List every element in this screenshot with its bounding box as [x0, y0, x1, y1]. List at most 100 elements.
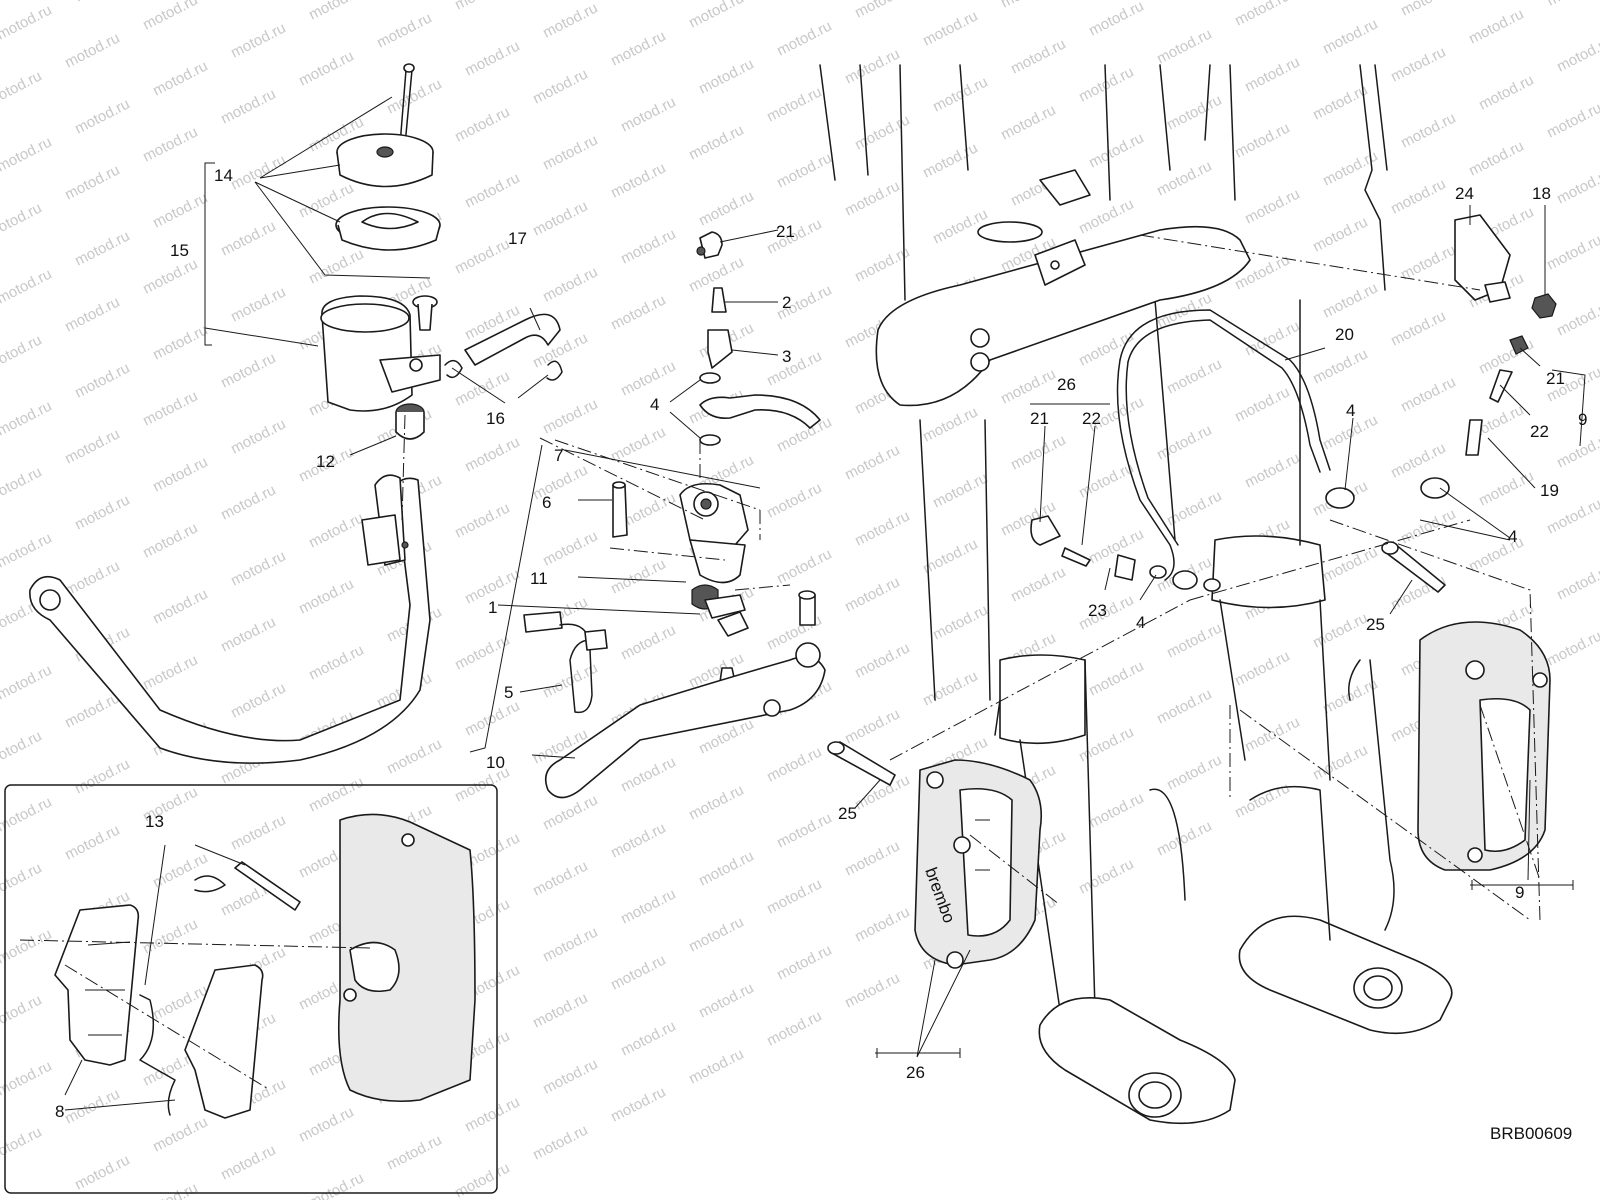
watermark-text: motod.ru [0, 398, 55, 440]
watermark-text: motod.ru [1544, 232, 1600, 274]
watermark-text: motod.ru [462, 698, 522, 740]
watermark-text: motod.ru [306, 510, 366, 552]
watermark-text: motod.ru [228, 680, 288, 722]
watermark-text: motod.ru [150, 190, 210, 232]
watermark-text: motod.ru [140, 916, 200, 958]
watermark-text: motod.ru [530, 858, 590, 900]
callout-17: 17 [508, 229, 527, 248]
watermark-text: motod.ru [0, 860, 45, 902]
watermark-text: motod.ru [1398, 374, 1458, 416]
watermark-text: motod.ru [774, 150, 834, 192]
watermark-text: motod.ru [530, 990, 590, 1032]
watermark-text: motod.ru [608, 1084, 668, 1126]
watermark-text: motod.ru [1310, 214, 1370, 256]
callout-24: 24 [1455, 184, 1474, 203]
watermark-text: motod.ru [1554, 430, 1600, 472]
watermark-text: motod.ru [1076, 856, 1136, 898]
leader-lines [19, 96, 1586, 1111]
watermark-text: motod.ru [1320, 16, 1380, 58]
callout-4-right: 4 [1508, 527, 1517, 546]
watermark-text: motod.ru [0, 530, 55, 572]
watermark-text: motod.ru [1008, 432, 1068, 474]
watermark-text: motod.ru [452, 1160, 512, 1200]
watermark-text: motod.ru [1154, 818, 1214, 860]
watermark-text: motod.ru [696, 188, 756, 230]
watermark-text: motod.ru [228, 20, 288, 62]
watermark-text: motod.ru [696, 848, 756, 890]
front-fork [819, 64, 1453, 1125]
watermark-text: motod.ru [384, 76, 444, 118]
watermark-text: motod.ru [608, 424, 668, 466]
watermark-text: motod.ru [1154, 422, 1214, 464]
watermark-text: motod.ru [618, 358, 678, 400]
watermark-text: motod.ru [1232, 0, 1292, 30]
watermark-text: motod.ru [452, 104, 512, 146]
watermark-text: motod.ru [384, 1132, 444, 1174]
watermark-text: motod.ru [0, 266, 55, 308]
watermark-text: motod.ru [764, 84, 824, 126]
watermark-text: motod.ru [62, 30, 122, 72]
watermark-text: motod.ru [608, 556, 668, 598]
callout-15: 15 [170, 241, 189, 260]
drawing-code: BRB00609 [1490, 1124, 1572, 1143]
callout-11: 11 [530, 569, 548, 588]
watermark-text: motod.ru [150, 1114, 210, 1156]
watermark-text: motod.ru [1086, 658, 1146, 700]
watermark-text: motod.ru [686, 0, 746, 32]
watermark-text: motod.ru [852, 640, 912, 682]
callout-16: 16 [486, 409, 505, 428]
callout-7: 7 [554, 446, 563, 465]
master-cylinder-assembly [523, 231, 826, 799]
watermark-text: motod.ru [296, 48, 356, 90]
watermark-text: motod.ru [852, 904, 912, 946]
watermark-text: motod.ru [930, 470, 990, 512]
callout-9-bottom: 9 [1515, 883, 1524, 902]
watermark-text: motod.ru [1388, 440, 1448, 482]
watermark-text: motod.ru [852, 112, 912, 154]
watermark-text: motod.ru [608, 952, 668, 994]
watermark-text: motod.ru [1544, 100, 1600, 142]
watermark-text: motod.ru [218, 350, 278, 392]
watermark-text: motod.ru [998, 366, 1058, 408]
watermark-text: motod.ru [0, 200, 45, 242]
watermark-text: motod.ru [62, 426, 122, 468]
watermark-text: motod.ru [1086, 0, 1146, 40]
watermark-text: motod.ru [296, 576, 356, 618]
watermark-text: motod.ru [1544, 628, 1600, 670]
callout-19: 19 [1540, 481, 1559, 500]
watermark-text: motod.ru [764, 876, 824, 918]
watermark-text: motod.ru [72, 756, 132, 798]
watermark-text: motod.ru [540, 132, 600, 174]
callout-4-master: 4 [650, 395, 659, 414]
watermark-text: motod.ru [998, 102, 1058, 144]
watermark-text: motod.ru [306, 1170, 366, 1200]
watermark-text: motod.ru [140, 256, 200, 298]
watermark-text: motod.ru [530, 462, 590, 504]
watermark-text: motod.ru [1398, 0, 1458, 20]
watermark-text: motod.ru [1154, 158, 1214, 200]
watermark-text: motod.ru [998, 0, 1058, 12]
callout-12: 12 [316, 452, 335, 471]
watermark-text: motod.ru [1554, 166, 1600, 208]
watermark-text: motod.ru [842, 706, 902, 748]
watermark-text: motod.ru [608, 28, 668, 70]
watermark-text: motod.ru [686, 1046, 746, 1088]
watermark-text: motod.ru [686, 914, 746, 956]
watermark-text: motod.ru [608, 160, 668, 202]
watermark-text: motod.ru [452, 500, 512, 542]
watermark-text: motod.ru [0, 926, 55, 968]
watermark-text: motod.ru [920, 536, 980, 578]
watermark-text: motod.ru [150, 454, 210, 496]
watermark-text: motod.ru [696, 56, 756, 98]
watermark-text: motod.ru [842, 838, 902, 880]
watermark-text: motod.ru [218, 1142, 278, 1184]
watermark-text: motod.ru [1164, 0, 1224, 2]
watermark-text: motod.ru [1310, 346, 1370, 388]
watermark-text: motod.ru [140, 0, 200, 34]
watermark-text: motod.ru [842, 178, 902, 220]
watermark-text: motod.ru [530, 1122, 590, 1164]
watermark-text: motod.ru [218, 614, 278, 656]
watermark-text: motod.ru [72, 1152, 132, 1194]
watermark-text: motod.ru [618, 94, 678, 136]
watermark-text: motod.ru [150, 58, 210, 100]
